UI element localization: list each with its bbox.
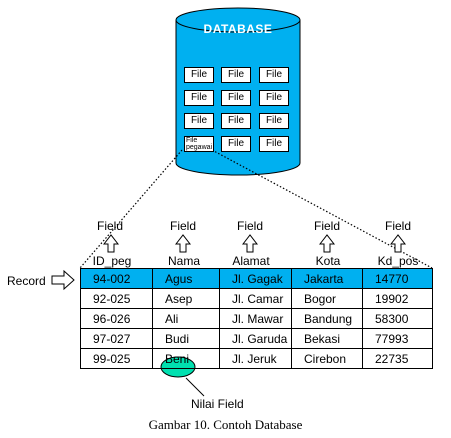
database-cylinder-top <box>175 7 301 33</box>
table-cell: Bekasi <box>291 328 363 349</box>
file-box: File <box>184 67 214 83</box>
table-cell: Bandung <box>291 308 363 329</box>
value-label: Nilai Field <box>191 397 244 411</box>
field-arrow-4 <box>318 234 336 253</box>
field-label: Field <box>384 219 411 233</box>
field-arrow-3 <box>241 234 259 253</box>
table-cell: Jakarta <box>291 268 363 289</box>
table-cell: Budi <box>152 328 220 349</box>
file-box: File <box>259 113 289 129</box>
file-box: File <box>259 136 289 152</box>
table-cell: 96-026 <box>80 308 153 329</box>
table-cell: Jl. Jeruk <box>219 348 292 369</box>
field-arrow-1 <box>102 234 120 253</box>
column-header: ID_peg <box>92 254 132 268</box>
field-label: Field <box>236 219 263 233</box>
file-box: File <box>259 90 289 106</box>
table-cell: 92-025 <box>80 288 153 309</box>
table-row: 92-025 Asep Jl. Camar Bogor 19902 <box>80 288 433 309</box>
file-box: File <box>259 67 289 83</box>
figure-caption: Gambar 10. Contoh Database <box>148 417 303 432</box>
dotted-link-left <box>79 149 183 269</box>
table-cell: 19902 <box>362 288 433 309</box>
table-cell: Ali <box>152 308 220 329</box>
field-arrow-5 <box>389 234 407 253</box>
table-cell: 22735 <box>362 348 433 369</box>
table-cell: Jl. Mawar <box>219 308 292 329</box>
field-label: Field <box>169 219 196 233</box>
record-label: Record <box>7 274 46 288</box>
table-cell: Agus <box>152 268 220 289</box>
file-box: File <box>221 136 251 152</box>
field-label: Field <box>96 219 123 233</box>
database-title: DATABASE <box>203 22 273 36</box>
file-box: File <box>221 90 251 106</box>
table-row: 96-026 Ali Jl. Mawar Bandung 58300 <box>80 308 433 329</box>
table-cell: Jl. Camar <box>219 288 292 309</box>
table-cell: 99-025 <box>80 348 153 369</box>
field-arrow-2 <box>174 234 192 253</box>
table-row: 99-025 Beni Jl. Jeruk Cirebon 22735 <box>80 348 433 369</box>
table-cell: 94-002 <box>80 268 153 289</box>
table-cell: 58300 <box>362 308 433 329</box>
table-row: 97-027 Budi Jl. Garuda Bekasi 77993 <box>80 328 433 349</box>
table-cell: Cirebon <box>291 348 363 369</box>
field-label: Field <box>313 219 340 233</box>
field-arrows <box>102 234 407 253</box>
file-box: File <box>184 113 214 129</box>
value-pointer-line <box>185 377 205 397</box>
table-row-highlighted: 94-002 Agus Jl. Gagak Jakarta 14770 <box>80 268 433 289</box>
column-header: Alamat <box>232 254 270 268</box>
file-box: File <box>221 113 251 129</box>
table-cell: Asep <box>152 288 220 309</box>
table-cell: Jl. Gagak <box>219 268 292 289</box>
table-cell: Bogor <box>291 288 363 309</box>
file-box: File <box>184 90 214 106</box>
record-arrow <box>51 269 75 291</box>
records-table: 94-002 Agus Jl. Gagak Jakarta 14770 92-0… <box>80 268 433 369</box>
column-header: Nama <box>167 254 200 268</box>
column-header: Kd_pos <box>377 254 419 268</box>
file-pegawai-box: File pegawai <box>184 136 214 152</box>
table-cell-highlighted-value: Beni <box>152 348 220 369</box>
table-cell: 97-027 <box>80 328 153 349</box>
table-cell: Jl. Garuda <box>219 328 292 349</box>
column-header: Kota <box>315 254 341 268</box>
file-box: File <box>221 67 251 83</box>
table-cell: 77993 <box>362 328 433 349</box>
table-cell: 14770 <box>362 268 433 289</box>
